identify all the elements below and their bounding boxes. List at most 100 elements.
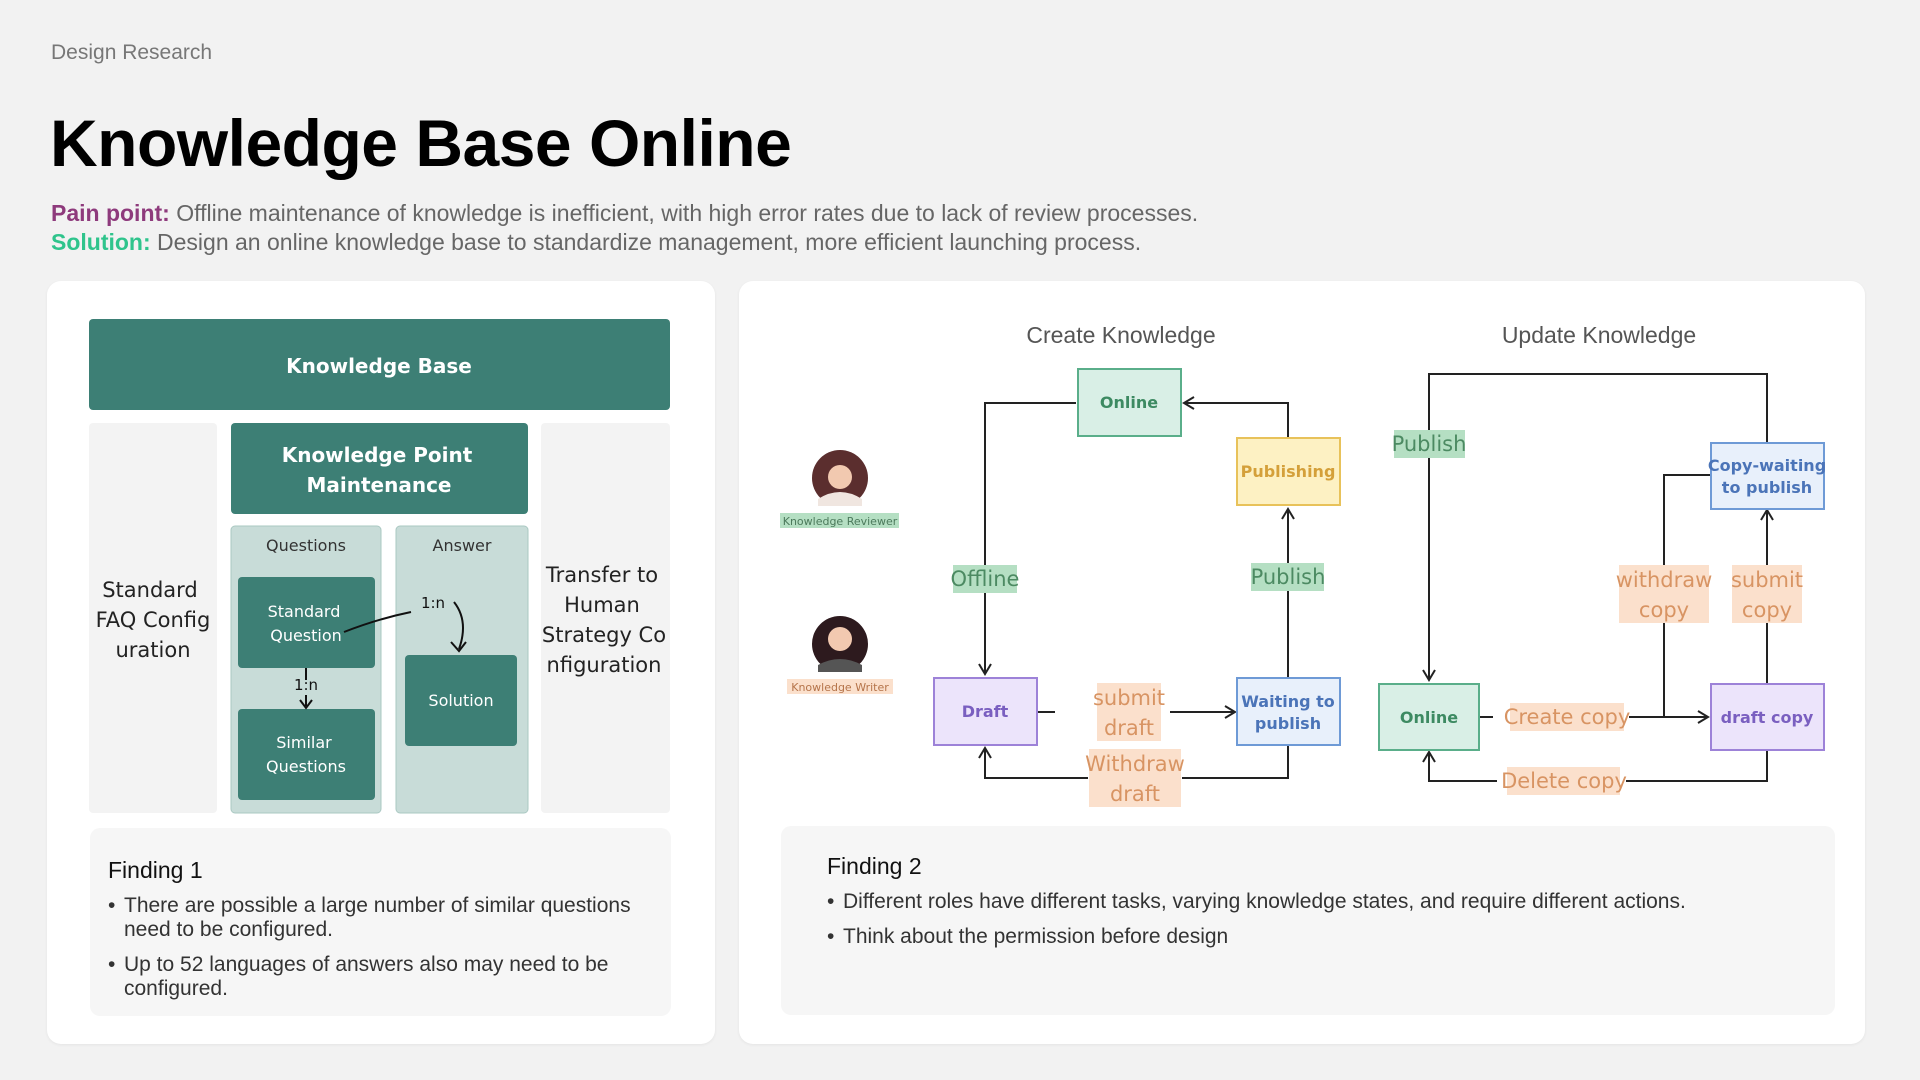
action-withdraw-copy-line-2: copy — [1639, 598, 1689, 622]
action-publish-update: Publish — [1392, 432, 1467, 456]
standard-question-line-1: Standard — [268, 602, 341, 621]
arrowhead — [978, 746, 992, 759]
finding-2-panel: Finding 2 Different roles have different… — [781, 826, 1835, 1015]
transfer-line-3: Strategy Co — [542, 623, 666, 647]
state-online — [1077, 368, 1182, 437]
standard-faq-column — [89, 423, 217, 813]
reviewer-label-bg — [780, 513, 899, 528]
state-copy-waiting-line-2: to publish — [1722, 478, 1812, 497]
action-withdraw-draft-bg — [1089, 749, 1181, 807]
connector — [453, 601, 464, 650]
standard-faq-line-3: uration — [115, 638, 190, 662]
connector — [984, 402, 1076, 672]
action-submit-draft-bg — [1097, 683, 1161, 741]
reviewer-avatar — [812, 450, 868, 506]
writer-label: Knowledge Writer — [791, 681, 889, 694]
finding-2-title: Finding 2 — [827, 853, 922, 879]
action-submit-draft-line-2: draft — [1104, 716, 1154, 740]
transfer-line-4: nfiguration — [547, 653, 662, 677]
similar-questions-block — [238, 709, 375, 800]
action-submit-copy-line-2: copy — [1742, 598, 1792, 622]
action-create-copy-bg — [1510, 703, 1624, 731]
state-online-update-label: Online — [1400, 708, 1458, 727]
state-publishing-label: Publishing — [1241, 462, 1336, 481]
state-waiting-line-2: publish — [1255, 714, 1321, 733]
action-publish-update-bg — [1394, 430, 1465, 458]
transfer-line-1: Transfer to — [545, 563, 658, 587]
connector — [1186, 402, 1289, 437]
reviewer-label: Knowledge Reviewer — [783, 515, 898, 528]
page-title: Knowledge Base Online — [50, 106, 792, 180]
questions-label: Questions — [266, 536, 346, 555]
state-copy-waiting — [1710, 442, 1825, 510]
finding-1-bullet: There are possible a large number of sim… — [108, 894, 653, 942]
state-draft-copy — [1710, 683, 1825, 751]
ratio-label-a: 1:n — [294, 676, 318, 694]
writer-avatar — [812, 616, 868, 672]
standard-question-line-2: Question — [270, 626, 342, 645]
knowledge-base-block — [89, 319, 670, 410]
writer-label-bg — [787, 679, 893, 694]
arrowhead — [299, 699, 313, 710]
connector — [1626, 751, 1768, 782]
state-online-label: Online — [1100, 393, 1158, 412]
arrowhead — [1697, 710, 1710, 724]
state-copy-waiting-line-1: Copy-waiting — [1708, 456, 1826, 475]
action-withdraw-copy-line-1: withdraw — [1616, 568, 1713, 592]
action-submit-copy-line-1: submit — [1731, 568, 1803, 592]
connector — [343, 611, 412, 633]
state-waiting-line-1: Waiting to — [1241, 692, 1335, 711]
solution-label: Solution: — [51, 229, 151, 255]
state-draft-copy-label: draft copy — [1721, 708, 1814, 727]
finding-2-bullet: Different roles have different tasks, va… — [827, 890, 1789, 914]
finding-2-bullet: Think about the permission before design — [827, 925, 1789, 949]
ratio-label-b: 1:n — [421, 594, 445, 612]
action-withdraw-copy-bg — [1619, 565, 1709, 623]
arrowhead — [1422, 750, 1436, 763]
right-card: Create Knowledge Update Knowledge Knowle… — [739, 281, 1865, 1044]
left-card: Knowledge Base Standard FAQ Config urati… — [47, 281, 715, 1044]
arrowhead — [450, 641, 467, 653]
eyebrow-label: Design Research — [51, 41, 213, 64]
update-knowledge-title: Update Knowledge — [1502, 322, 1696, 348]
kpm-line-2: Maintenance — [306, 473, 451, 497]
arrowhead — [1281, 507, 1295, 520]
arrowhead — [978, 663, 992, 676]
similar-questions-line-1: Similar — [276, 733, 332, 752]
state-online-update — [1378, 683, 1480, 751]
action-offline: Offline — [951, 567, 1020, 591]
action-submit-draft-line-1: submit — [1093, 686, 1165, 710]
state-draft-label: Draft — [962, 702, 1009, 721]
connector — [984, 750, 1088, 779]
create-knowledge-title: Create Knowledge — [1026, 322, 1215, 348]
standard-faq-line-1: Standard — [102, 578, 198, 602]
action-delete-copy: Delete copy — [1501, 769, 1627, 793]
pain-point-label: Pain point: — [51, 200, 170, 226]
arrowhead — [1224, 705, 1237, 719]
answer-label: Answer — [433, 536, 492, 555]
finding-1-title: Finding 1 — [108, 857, 203, 883]
standard-faq-line-2: FAQ Config — [96, 608, 211, 632]
transfer-line-2: Human — [564, 593, 640, 617]
action-delete-copy-bg — [1507, 767, 1620, 795]
finding-1-bullet: Up to 52 languages of answers also may n… — [108, 953, 653, 1001]
action-publish: Publish — [1251, 565, 1326, 589]
state-publishing — [1236, 437, 1341, 506]
solution-line: Solution: Design an online knowledge bas… — [51, 229, 1141, 256]
knowledge-base-label: Knowledge Base — [286, 354, 472, 378]
action-withdraw-draft-line-1: Withdraw — [1085, 752, 1185, 776]
knowledge-point-maintenance-block — [231, 423, 528, 514]
state-draft — [933, 677, 1038, 746]
knowledge-structure-diagram: Knowledge Base Standard FAQ Config urati… — [89, 319, 670, 814]
finding-1-panel: Finding 1 There are possible a large num… — [90, 828, 671, 1016]
similar-questions-line-2: Questions — [266, 757, 346, 776]
connector — [1428, 373, 1768, 678]
pain-point-line: Pain point: Offline maintenance of knowl… — [51, 200, 1198, 227]
arrowhead — [1422, 669, 1436, 682]
connector — [1428, 754, 1497, 782]
pain-point-text: Offline maintenance of knowledge is inef… — [169, 200, 1199, 226]
solution-block — [405, 655, 517, 746]
knowledge-workflow-diagram: Create Knowledge Update Knowledge Knowle… — [780, 322, 1826, 807]
transfer-column — [541, 423, 670, 813]
action-publish-bg — [1251, 563, 1324, 591]
